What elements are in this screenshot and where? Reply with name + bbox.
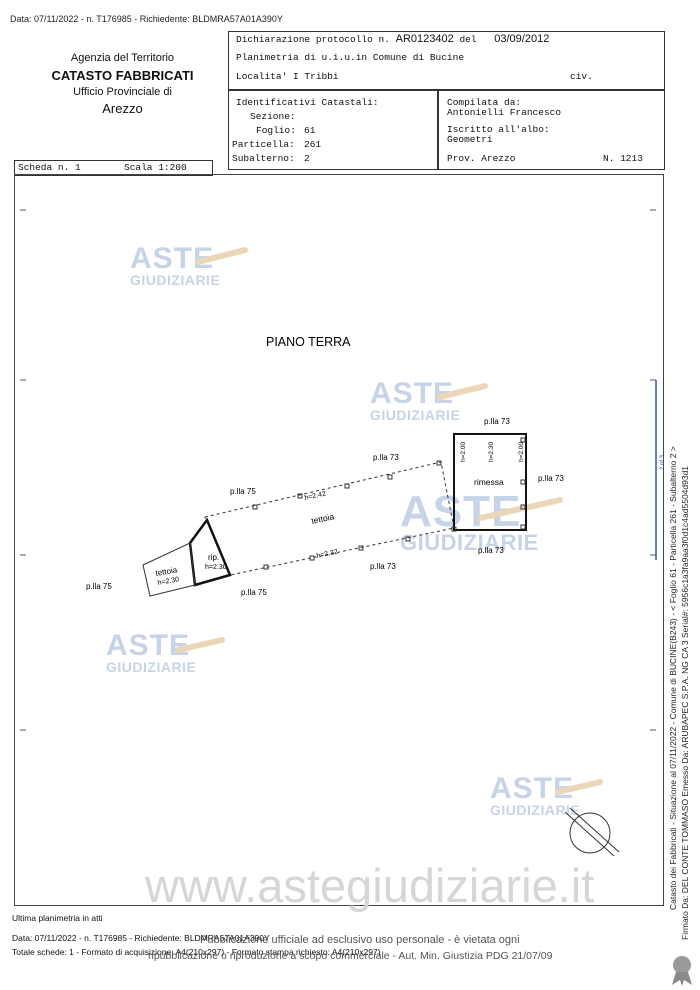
civ-label: civ. (570, 71, 593, 82)
watermark-5: ASTE GIUDIZIARIE (490, 772, 581, 818)
label-tettoia-small: tettoia (155, 565, 179, 578)
drawing-frame (14, 174, 664, 906)
watermark-giudiziarie: GIUDIZIARIE (370, 407, 461, 423)
tettoia-small-shape (142, 542, 196, 597)
agency-block: Agenzia del Territorio CATASTO FABBRICAT… (20, 52, 225, 116)
particella-label: Particella: (232, 139, 295, 150)
label-h230-rip: h=2.30 (205, 564, 227, 571)
watermark-site: www.astegiudiziarie.it (145, 859, 595, 912)
declaration-label: Dichiarazione protocollo n. (236, 34, 390, 45)
side-text-line1: Catasto dei Fabbricati - Situazione al 0… (668, 446, 678, 910)
label-plla75-left: p.lla 75 (86, 582, 112, 591)
side-text-mark: 2 of 3 (660, 454, 666, 470)
identificativi-title: Identificativi Catastali: (236, 97, 379, 108)
footer-line1: Data: 07/11/2022 - n. T176985 - Richiede… (12, 933, 270, 943)
footer-line2: Totale schede: 1 - Formato di acquisizio… (12, 947, 381, 957)
localita-line: Localita' I Tribbi (236, 71, 339, 82)
watermark-giudiziarie: GIUDIZIARIE (130, 272, 221, 288)
watermark-notice1: Pubblicazione ufficiale ad esclusivo uso… (200, 934, 520, 946)
agency-line1: Agenzia del Territorio (70, 52, 175, 64)
label-rimessa: rimessa (474, 477, 504, 487)
scala-label: Scala 1:200 (124, 162, 187, 173)
watermark-giudiziarie: GIUDIZIARIE (490, 802, 581, 818)
scheda-box (14, 160, 213, 176)
post-markers (252, 437, 526, 570)
label-h232: h=2.32 (316, 549, 339, 560)
sezione-label: Sezione: (250, 111, 296, 122)
watermark-giudiziarie: GIUDIZIARIE (400, 530, 539, 555)
declaration-box (228, 31, 665, 90)
label-tettoia: tettoia (310, 511, 335, 526)
iscritto-label: Iscritto all'albo: (447, 124, 550, 135)
plan-title: PIANO TERRA (266, 335, 351, 349)
label-plla73-right-low: p.lla 73 (478, 546, 504, 555)
label-h242: h=2.42 (304, 491, 327, 502)
watermark-aste: ASTE (370, 377, 455, 410)
watermark-1: ASTE GIUDIZIARIE (130, 242, 221, 288)
declaration-line1: Dichiarazione protocollo n. AR0123402 de… (236, 33, 549, 45)
compilata-title: Compilata da: (447, 97, 522, 108)
watermark-aste: ASTE (130, 242, 215, 275)
watermark-aste: ASTE (490, 772, 575, 805)
declaration-del: del (459, 34, 477, 45)
rimessa-shape (453, 433, 527, 531)
compilata-name: Antonielli Francesco (447, 107, 562, 118)
foglio-label: Foglio: (256, 125, 296, 136)
frame-ticks (20, 209, 657, 731)
watermark-3: ASTE GIUDIZIARIE (400, 490, 539, 555)
subalterno-value: 2 (304, 153, 310, 164)
label-plla73-right: p.lla 73 (538, 474, 564, 483)
declaration-date: 03/09/2012 (494, 33, 550, 45)
label-plla73-bottom: p.lla 73 (370, 562, 396, 571)
prov-label: Prov. Arezzo (447, 153, 516, 164)
seal-icon (672, 956, 692, 986)
label-plla73-mid: p.lla 73 (373, 453, 399, 462)
label-rip: rip. (208, 553, 219, 562)
watermark-aste: ASTE (106, 629, 191, 662)
label-h200-right: h=2.00 (518, 442, 525, 462)
albo-number: N. 1213 (603, 153, 643, 164)
label-h230-tett: h=2.30 (157, 576, 180, 587)
declaration-number: AR0123402 (395, 33, 454, 45)
label-h200-left: h=2.00 (460, 442, 467, 462)
side-text-line2: Firmato Da: DEL CONTE TOMMASO Emesso Da:… (680, 465, 690, 940)
label-plla75-bottom: p.lla 75 (241, 588, 267, 597)
label-plla75-top: p.lla 75 (230, 487, 256, 496)
particella-value: 261 (304, 139, 322, 150)
agency-line2: CATASTO FABBRICATI (51, 68, 194, 83)
subalterno-label: Subalterno: (232, 153, 295, 164)
albo-value: Geometri (447, 134, 493, 145)
agency-line4: Arezzo (102, 101, 143, 116)
planimetria-line: Planimetria di u.i.u.in Comune di Bucine (236, 52, 465, 63)
foglio-value: 61 (304, 125, 316, 136)
ultima-planimetria: Ultima planimetria in atti (12, 913, 103, 923)
label-h230-rim: h=2.30 (488, 442, 495, 462)
agency-line3: Ufficio Provinciale di (73, 86, 172, 98)
scheda-label: Scheda n. 1 (18, 162, 81, 173)
label-plla73-top: p.lla 73 (484, 417, 510, 426)
watermark-notice2: ripubblicazione o riproduzione a scopo c… (148, 950, 553, 962)
north-arrow-icon (564, 807, 620, 857)
identificativi-box (228, 90, 438, 170)
watermark-4: ASTE GIUDIZIARIE (106, 629, 197, 675)
gavel-icon (175, 247, 603, 795)
compilata-box (438, 90, 665, 170)
top-header: Data: 07/11/2022 - n. T176985 - Richiede… (10, 14, 283, 24)
watermark-giudiziarie: GIUDIZIARIE (106, 659, 197, 675)
watermark-2: ASTE GIUDIZIARIE (370, 377, 461, 423)
